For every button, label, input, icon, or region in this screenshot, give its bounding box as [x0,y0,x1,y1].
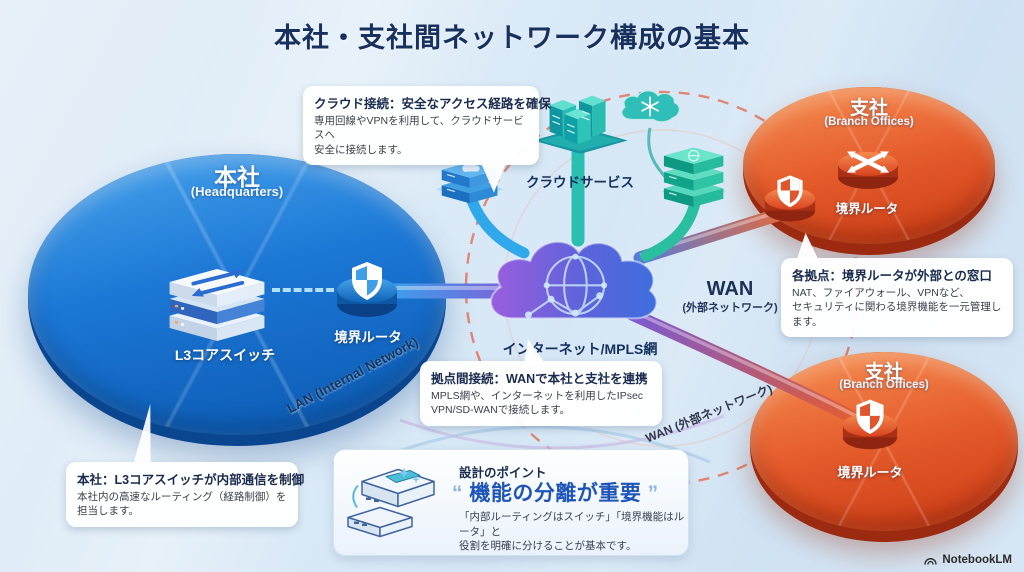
wan-pipe-branch-bottom [625,307,869,429]
l3-core-switch-icon [169,269,265,341]
branch-top-name: 支社 [849,98,888,119]
l3-core-switch-label: L3コアスイッチ [174,347,276,363]
design-point-box: 設計のポイント “ 機能の分離が重要 ” 「内部ルーティングはスイッチ」「境界機… [333,449,689,556]
quote-close-mark: ” [641,482,659,505]
branch-bottom-router-label: 境界ルータ [837,465,903,480]
callout-cloud-connection: クラウド接続：安全なアクセス経路を確保 専用回線やVPNを利用して、クラウドサー… [303,86,551,195]
wan-subtitle: (外部ネットワーク) [682,302,778,314]
headquarters-name: 本社 [214,164,260,190]
wan-label-block: WAN (外部ネットワーク) [655,279,805,315]
brand: NotebookLM [923,553,1012,566]
callout-branch-body: NAT、ファイアウォール、VPNなど、 セキュリティに関わる境界機能を一元管理し… [792,287,1002,328]
shield-icon [777,175,803,208]
shield-icon [856,399,884,434]
callout-branch-tail [796,232,826,264]
network-cloud-icon [489,240,658,320]
wan-title: WAN [706,278,754,300]
lan-dashed-link [272,288,334,292]
brand-name: NotebookLM [942,553,1012,566]
server-stack-green-icon [660,147,727,207]
cloud-services-label: クラウドサービス [526,175,634,190]
design-point-quote: “ 機能の分離が重要 ” [452,477,659,507]
callout-cloud-title: クラウド接続：安全なアクセス経路を確保 [314,97,551,111]
callout-hq-title: 本社：L3コアスイッチが内部通信を制御 [77,473,305,487]
network-device-icon [347,467,435,538]
shield-icon [352,262,382,300]
branch-top-shield [764,175,816,222]
callout-wan-body: MPLS網や、インターネットを利用したIPsec VPN/SD-WANで接続しま… [431,390,644,417]
branch-bottom-name: 支社 [864,362,903,383]
branch-top-router-label: 境界ルータ [835,202,899,216]
saas-cloud-icon [621,90,680,123]
notebooklm-logo-icon [924,558,937,565]
hq-border-router-label: 境界ルータ [334,330,402,345]
blue-stack-pipe [464,189,530,259]
callout-branch-title: 各拠点：境界ルータが外部との窓口 [792,269,992,283]
branch-bottom-subtitle: (Branch Offices) [839,379,929,391]
server-stack-blue-icon [435,161,504,204]
callout-hq-body: 本社内の高速なルーティング（経路制御）を 担当します。 [77,491,287,518]
callout-hq-switch: 本社：L3コアスイッチが内部通信を制御 本社内の高速なルーティング（経路制御）を… [66,402,305,527]
headquarters-subtitle: (Headquarters) [190,184,284,199]
callout-wan-tail [524,339,546,365]
callout-wan-connection: 拠点間接続：WANで本社と支社を連携 MPLS網や、インターネットを利用したIP… [420,339,662,426]
callout-cloud-body: 専用回線やVPNを利用して、クラウドサービスへ 安全に接続します。 [314,115,524,156]
quote-open-mark: “ [452,482,470,505]
branch-top-subtitle: (Branch Offices) [824,116,914,128]
callout-branch-router: 各拠点：境界ルータが外部との窓口 NAT、ファイアウォール、VPNなど、 セキュ… [781,232,1013,338]
design-point-kicker: 設計のポイント [459,466,547,480]
crossed-arrows-icon [852,153,884,171]
hq-border-router [337,262,397,317]
wan-pipe-branch-bottom-highlight [631,309,863,421]
decor-arc-blue [369,425,711,464]
design-point-body: 「内部ルーティングはスイッチ」「境界機能はルータ」と 役割を明確に分けることが基… [459,511,685,553]
internet-mpls-label: インターネット/MPLS網 [502,341,658,357]
branch-bottom-router [842,399,898,450]
green-stack-pipe [640,197,701,262]
callout-wan-title: 拠点間接続：WANで本社と支社を連携 [431,372,648,386]
branch-top-router [838,151,898,189]
page-title: 本社・支社間ネットワーク構成の基本 [274,23,750,53]
decor-arc-purple [399,414,725,450]
server-towers-icon [533,95,628,154]
design-point-quote-text: 機能の分離が重要 [469,482,642,505]
